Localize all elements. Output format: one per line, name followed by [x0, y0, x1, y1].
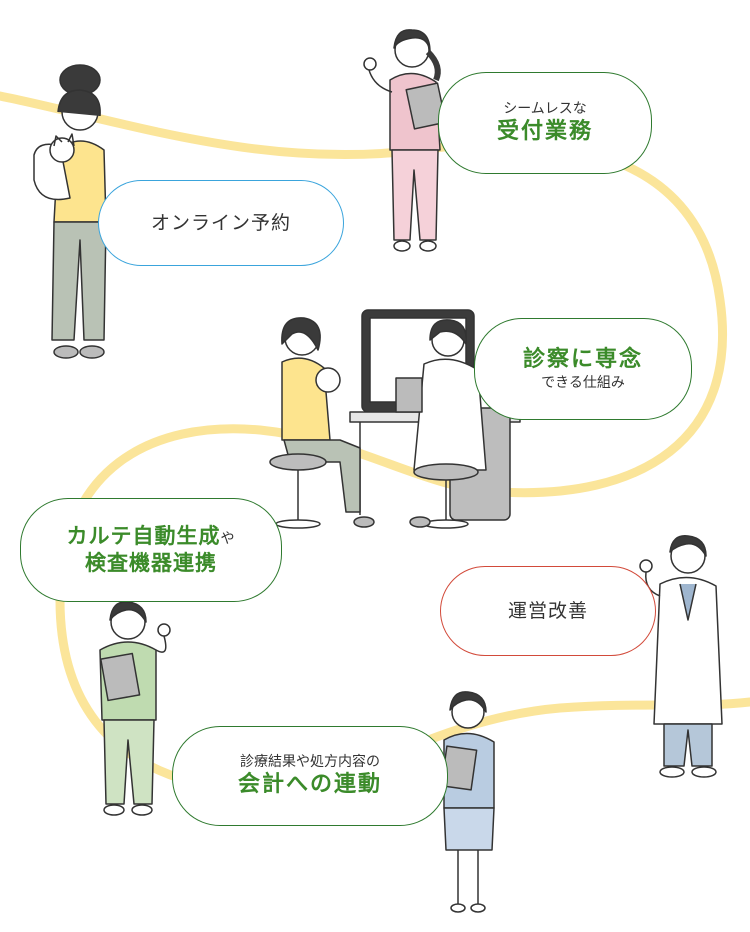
exam-subtitle: できる仕組み [541, 375, 625, 392]
exam-title: 診察に専念 [522, 346, 643, 372]
medical-staff-green-figure [99, 601, 171, 816]
reception-subtitle: シームレスな [503, 100, 587, 117]
accounting-staff-figure [440, 691, 495, 913]
online-booking-label: オンライン予約 [150, 211, 291, 234]
billing-subtitle: 診療結果や処方内容の [240, 753, 380, 770]
online-booking-bubble: オンライン予約 [98, 180, 344, 266]
pet-owner-woman-figure [33, 64, 107, 359]
receptionist-figure [363, 29, 447, 252]
lab-device-title: 検査機器連携 [85, 551, 217, 575]
reception-title: 受付業務 [496, 118, 593, 144]
focus-on-exam-bubble: 診察に専念 できる仕組み [474, 318, 692, 420]
karte-connector: や [220, 530, 236, 547]
karte-title: カルテ自動生成 [66, 523, 221, 548]
doctor-figure [639, 535, 723, 778]
operations-improvement-label: 運営改善 [507, 599, 588, 622]
operations-improvement-bubble: 運営改善 [440, 566, 656, 656]
seamless-reception-bubble: シームレスな 受付業務 [438, 72, 652, 174]
exam-scene-figure [269, 309, 521, 529]
karte-auto-generation-bubble: カルテ自動生成や 検査機器連携 [20, 498, 282, 602]
karte-line-1: カルテ自動生成や [67, 523, 236, 550]
billing-integration-bubble: 診療結果や処方内容の 会計への連動 [172, 726, 448, 826]
billing-title: 会計への連動 [237, 771, 382, 797]
